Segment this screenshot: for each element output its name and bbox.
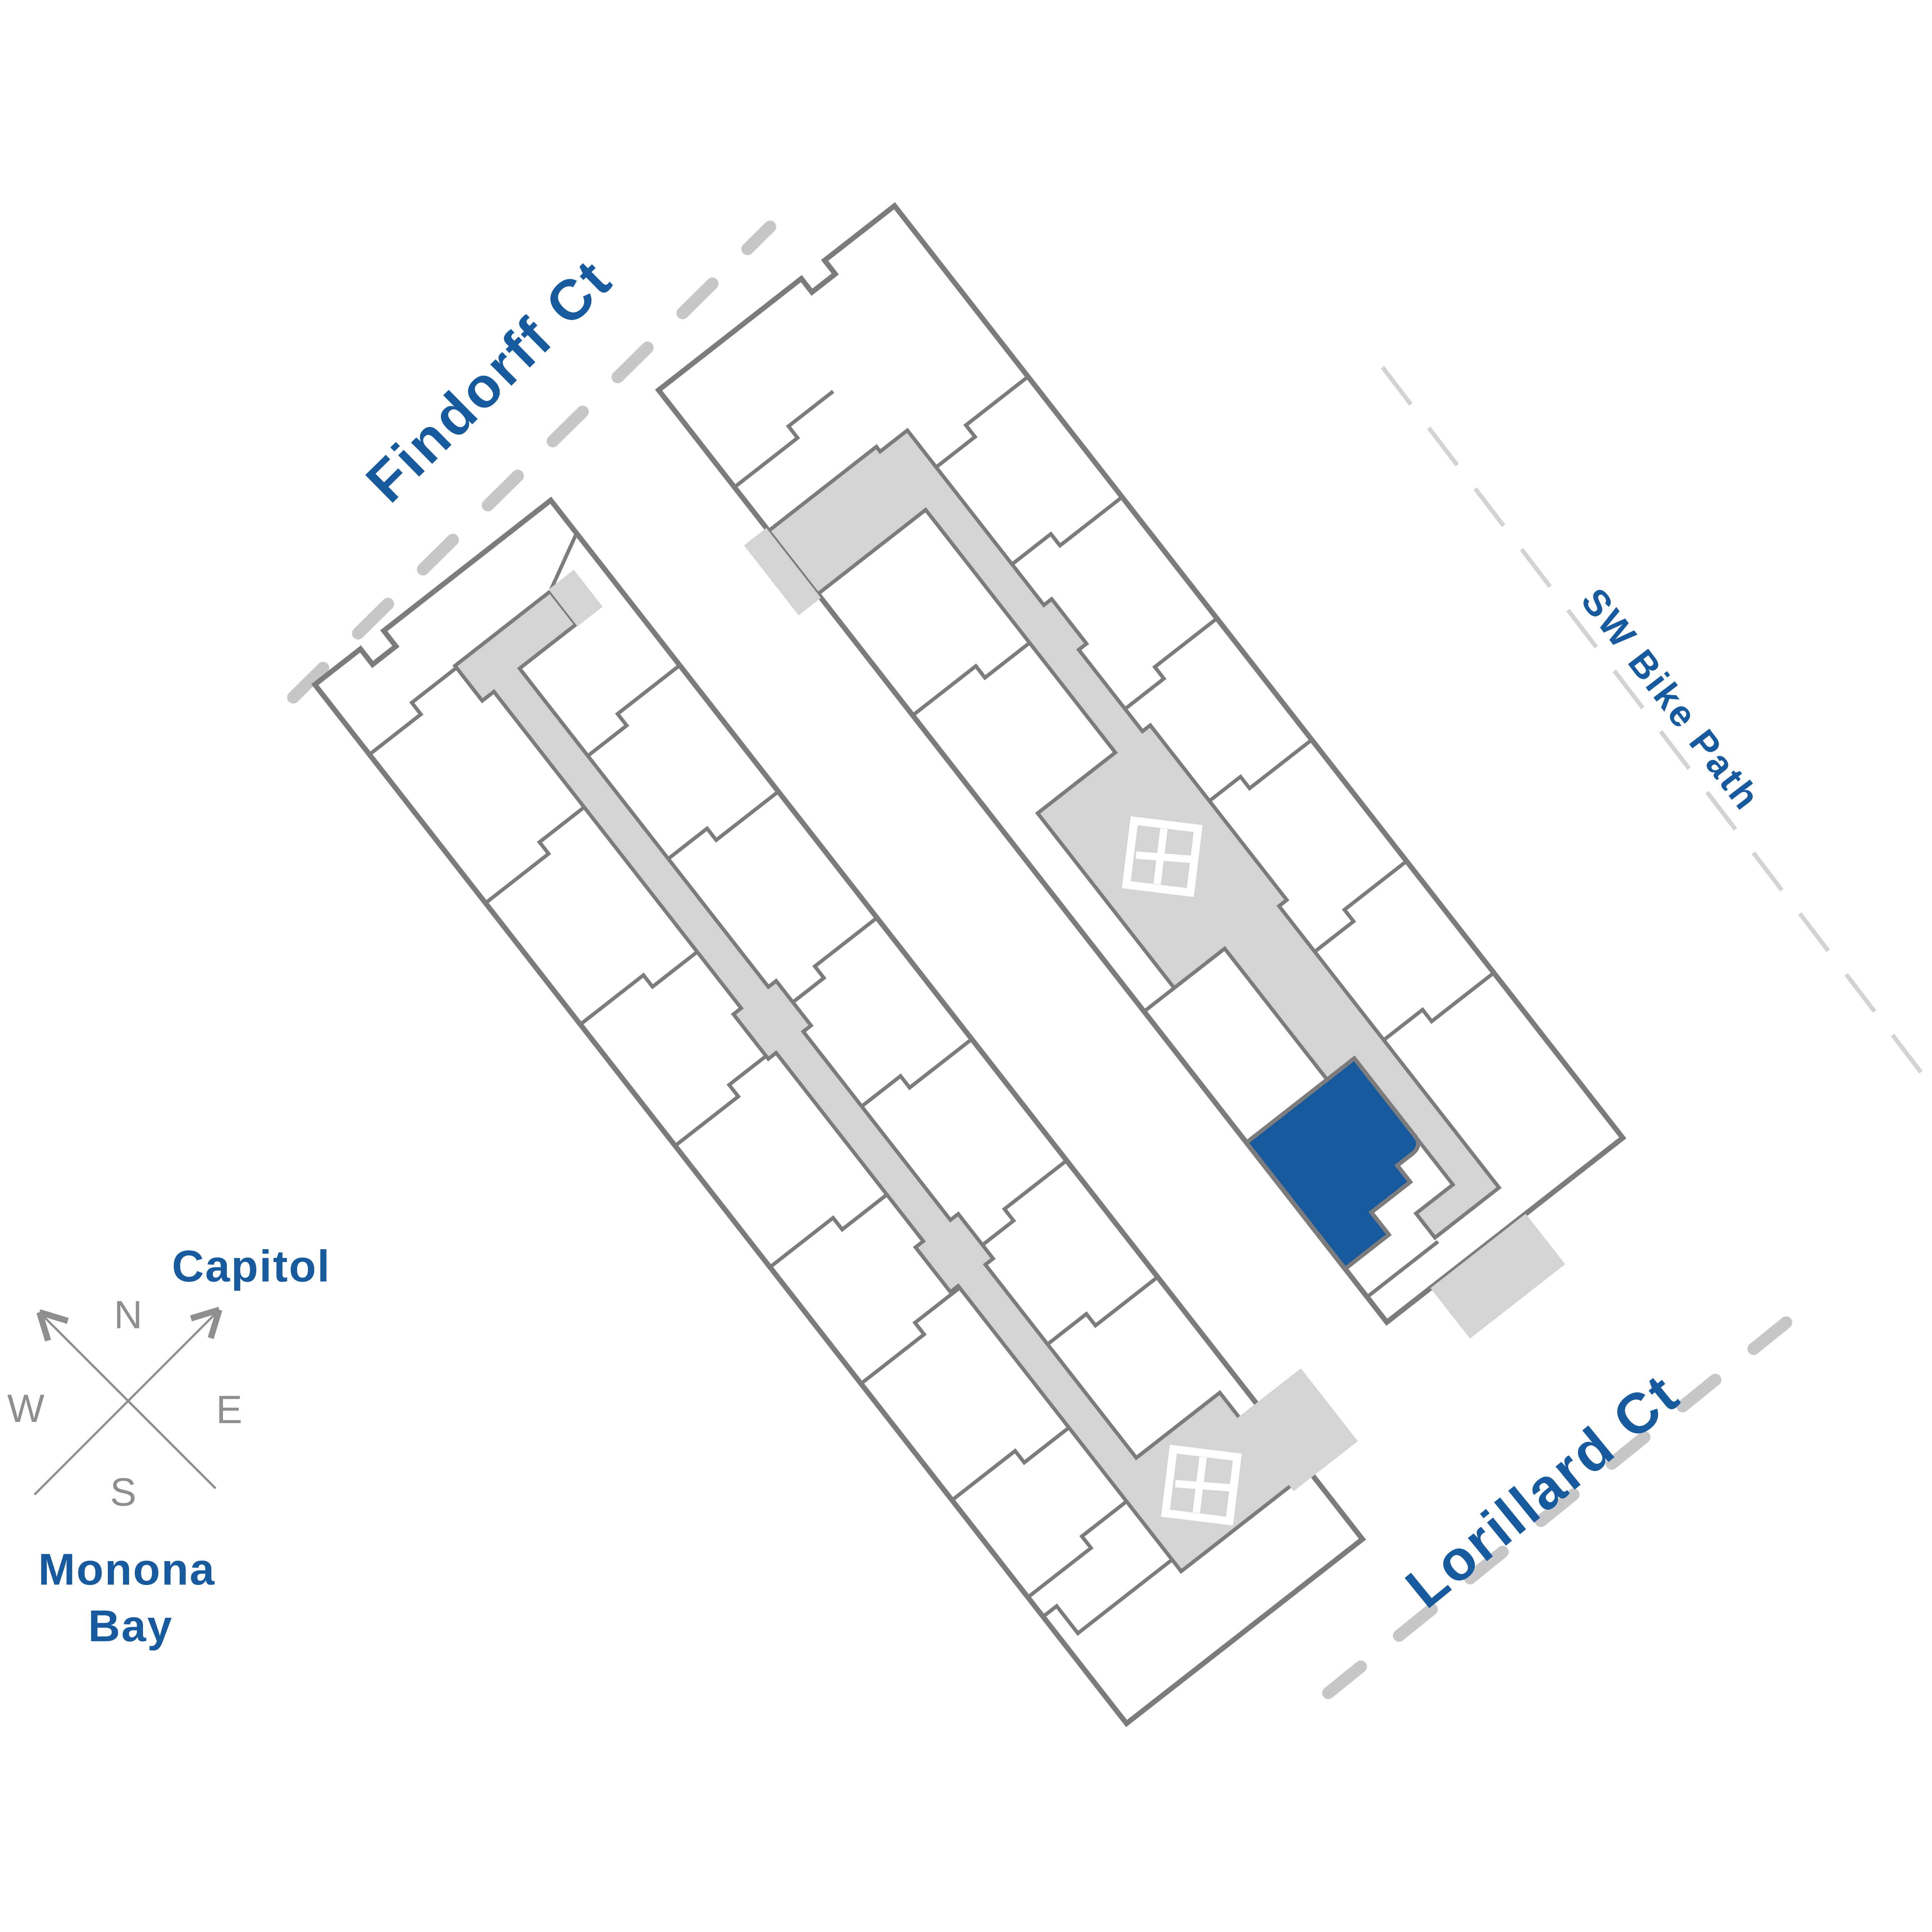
compass-north-label: N — [114, 1293, 143, 1337]
street-findorff-label: Findorff Ct — [354, 247, 624, 514]
landmark-monona-bay-line2: Bay — [88, 1601, 173, 1651]
compass-northwest-arrowhead-icon — [36, 1309, 69, 1342]
west-entry-walkways — [548, 570, 1358, 1492]
landmarks: Capitol Monona Bay — [38, 1242, 331, 1651]
landmark-monona-bay-line1: Monona — [38, 1545, 216, 1594]
street-lorillard-dashes — [1322, 1311, 1799, 1699]
compass-northeast-arrowhead-icon — [190, 1307, 223, 1339]
compass: N W E S — [7, 1293, 242, 1514]
street-lorillard: Lorillard Ct — [1322, 1311, 1799, 1699]
compass-west-label: W — [7, 1386, 44, 1430]
street-bike-path-label: SW Bike Path — [1573, 581, 1769, 819]
compass-south-label: S — [110, 1470, 136, 1514]
west-unit-divider-lines — [368, 532, 1293, 1636]
highlighted-unit[interactable] — [1243, 1055, 1453, 1272]
landmark-capitol-label: Capitol — [172, 1242, 331, 1291]
street-lorillard-label: Lorillard Ct — [1394, 1361, 1691, 1620]
compass-northeast-arrow-shaft — [34, 1309, 220, 1496]
elevator-x-icon — [1136, 828, 1191, 885]
west-building — [311, 497, 1366, 1727]
west-elevator-marker — [1161, 1445, 1242, 1526]
east-building — [655, 202, 1627, 1339]
elevator-x-icon — [1175, 1457, 1231, 1513]
compass-northwest-arrow-shaft — [39, 1311, 217, 1490]
compass-east-label: E — [216, 1388, 242, 1432]
east-elevator-marker — [1122, 816, 1203, 897]
east-entry-walkways — [744, 528, 1565, 1339]
street-findorff-dashes — [287, 220, 776, 704]
